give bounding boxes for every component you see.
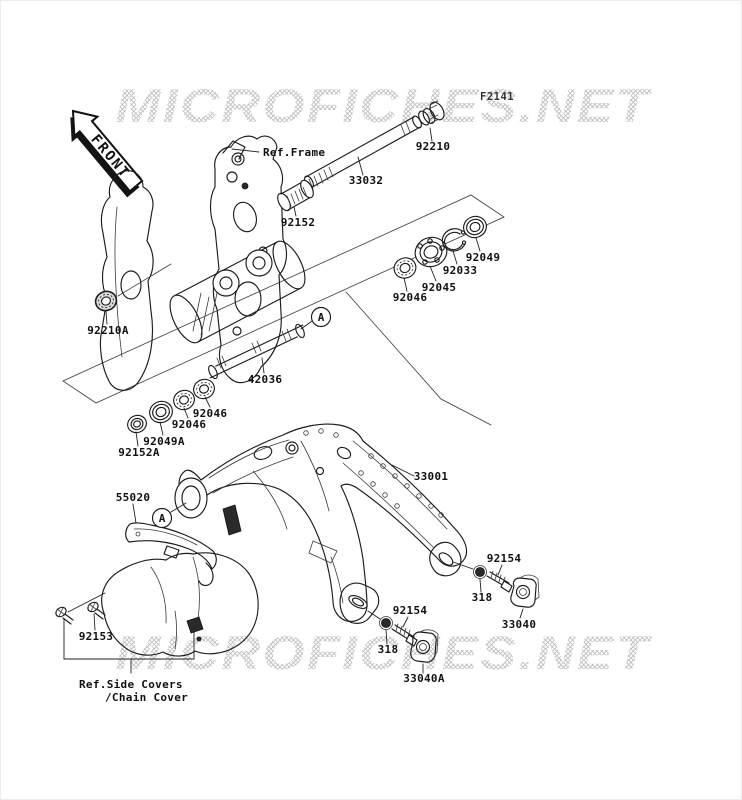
label-92046-right: 92046 xyxy=(393,291,428,304)
watermark-top: MICROFICHES.NET xyxy=(116,79,654,132)
pivot-collar xyxy=(277,179,314,212)
view-marker-a1: A xyxy=(310,306,332,328)
label-92045: 92045 xyxy=(422,281,457,294)
label-318-left: 318 xyxy=(378,643,399,656)
label-92046-left: 92046 xyxy=(172,418,207,431)
part-labels: Ref.Frame 33032 92210 92152 92049 92033 … xyxy=(79,140,537,704)
label-92210A: 92210A xyxy=(87,324,129,337)
label-92152A: 92152A xyxy=(118,446,160,459)
watermark-bottom: MICROFICHES.NET xyxy=(116,626,654,679)
label-92154-left: 92154 xyxy=(393,604,428,617)
adjuster-right xyxy=(452,561,540,608)
label-33032: 33032 xyxy=(349,174,384,187)
view-marker-a1-letter: A xyxy=(318,311,325,324)
label-42036: 42036 xyxy=(248,373,283,386)
cover-screw-1 xyxy=(55,606,74,625)
label-ref-chain-cover: /Chain Cover xyxy=(105,691,188,704)
swingarm-body xyxy=(174,423,468,624)
label-92049: 92049 xyxy=(466,251,501,264)
leader-lines xyxy=(63,127,524,674)
label-92152: 92152 xyxy=(281,216,316,229)
label-92153: 92153 xyxy=(79,630,114,643)
label-92210: 92210 xyxy=(416,140,451,153)
watermark-top-text: MICROFICHES.NET xyxy=(116,79,654,132)
view-marker-a2-letter: A xyxy=(159,512,166,525)
label-33040A: 33040A xyxy=(403,672,445,685)
chain-slider xyxy=(125,522,217,587)
view-marker-a2: A xyxy=(151,507,173,529)
adjuster-left xyxy=(367,610,439,663)
axle-and-left-bearing-set xyxy=(94,263,305,434)
label-ref-frame: Ref.Frame xyxy=(263,146,325,159)
bearing-set-right xyxy=(393,215,487,279)
watermark-bottom-text: MICROFICHES.NET xyxy=(116,626,654,679)
cover-screw-2 xyxy=(87,601,106,620)
label-92046-mid: 92046 xyxy=(193,407,228,420)
label-92049A: 92049A xyxy=(143,435,185,448)
frame-plates xyxy=(99,135,306,391)
label-92154-right: 92154 xyxy=(487,552,522,565)
label-ref-side-covers: Ref.Side Covers xyxy=(79,678,183,691)
label-92033: 92033 xyxy=(443,264,478,277)
label-55020: 55020 xyxy=(116,491,151,504)
chain-cover xyxy=(55,552,259,657)
pivot-shaft-assembly xyxy=(304,100,445,190)
label-318-right: 318 xyxy=(472,591,493,604)
exploded-plane-lines xyxy=(62,194,505,426)
label-33001: 33001 xyxy=(414,470,449,483)
figure-code: F2141 xyxy=(480,91,514,103)
label-33040: 33040 xyxy=(502,618,537,631)
